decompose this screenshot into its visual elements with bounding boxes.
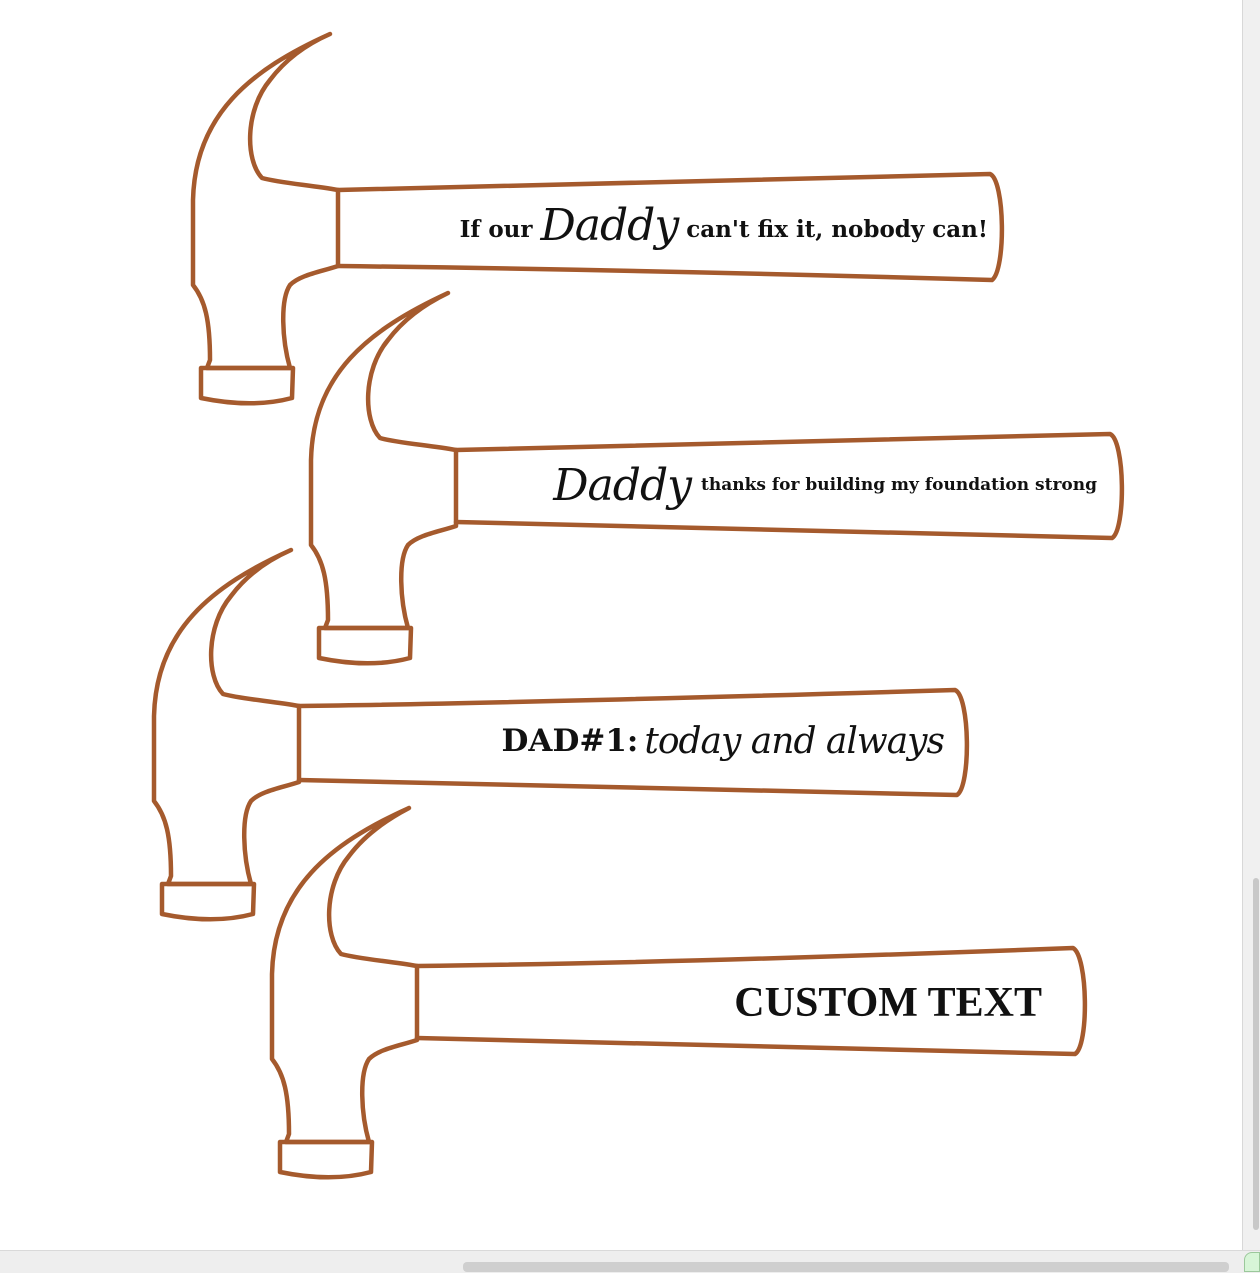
hammer-1-script-word: Daddy [540, 199, 680, 251]
corner-resize-icon[interactable] [1244, 1252, 1260, 1272]
hammer-4-handle-text: CUSTOM TEXT [620, 968, 1042, 1038]
hammer-4-custom-text: CUSTOM TEXT [734, 980, 1042, 1026]
design-canvas: If our Daddy can't fix it, nobody can! D… [151, 31, 1125, 1180]
scrollbar-horizontal-thumb[interactable] [463, 1262, 1229, 1272]
hammer-2-script-word: Daddy [553, 459, 692, 511]
hammer-2-outline [308, 290, 1125, 666]
hammer-3-outline [151, 547, 970, 922]
hammer-3-text-before: DAD#1: [501, 723, 639, 759]
hammer-4-outline [269, 805, 1088, 1180]
hammer-3-script-word: today and always [644, 720, 945, 762]
hammer-1-handle-text: If our Daddy can't fix it, nobody can! [460, 196, 988, 262]
hammer-1-outline [190, 31, 1005, 406]
hammer-2-text-after: thanks for building my foundation strong [700, 475, 1097, 495]
hammer-1-text-before: If our [459, 215, 533, 243]
hammer-2-handle-text: Daddy thanks for building my foundation … [553, 452, 1097, 518]
hammer-1-text-after: can't fix it, nobody can! [686, 215, 988, 243]
hammer-3-handle-text: DAD#1: today and always [502, 708, 945, 774]
scrollbar-vertical-thumb[interactable] [1253, 878, 1259, 1230]
